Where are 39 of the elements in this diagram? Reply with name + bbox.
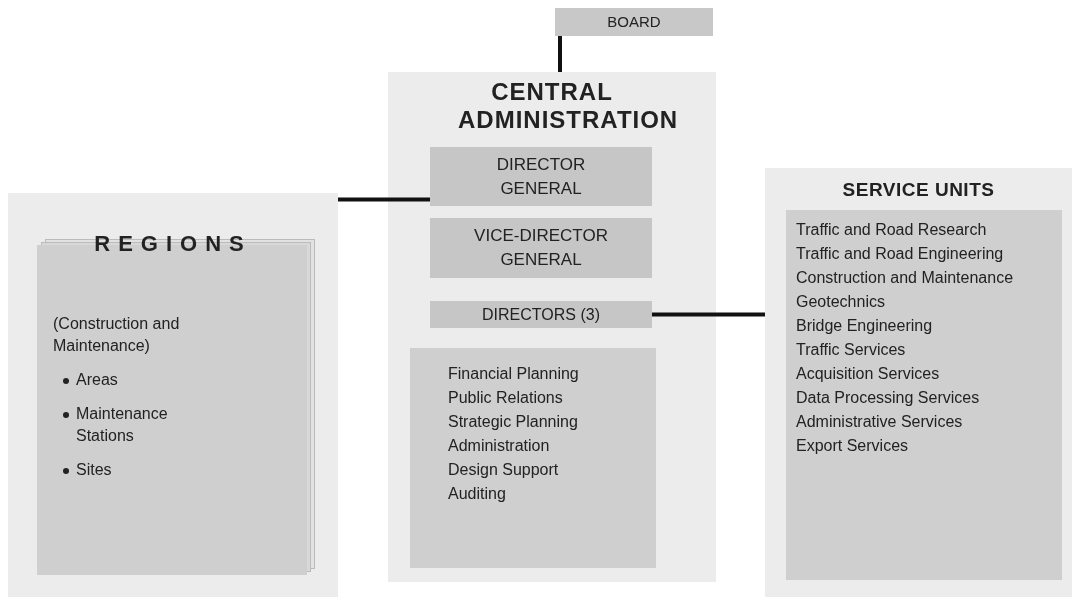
list-item: Administrative Services (796, 412, 964, 432)
list-item: Financial Planning (448, 364, 580, 384)
admin-panel (388, 72, 716, 582)
list-item: Strategic Planning (448, 412, 579, 432)
region-description: (Construction and Maintenance) (53, 314, 181, 356)
director-box (430, 147, 652, 206)
panel-title: REGIONS (93, 230, 253, 258)
list-item: Auditing (448, 484, 507, 504)
box-label: DIRECTORS (3) (482, 304, 600, 325)
list-item: Geotechnics (796, 292, 886, 312)
list-item: Public Relations (448, 388, 564, 408)
panel-title: CENTRAL ADMINISTRATION (457, 78, 680, 134)
list-item: Sites (76, 460, 112, 480)
staff-units-box (410, 348, 656, 568)
list-item: Construction and Maintenance (796, 268, 1015, 288)
service-units-box (786, 210, 1062, 580)
list-item: Acquisition Services (796, 364, 941, 384)
list-item: Traffic and Road Research (796, 220, 988, 240)
list-item: Export Services (796, 436, 910, 456)
list-item: Traffic and Road Engineering (796, 244, 1005, 264)
list-item: Bridge Engineering (796, 316, 934, 336)
box-label: DIRECTOR GENERAL (495, 153, 587, 200)
list-item: Data Processing Services (796, 388, 981, 408)
list-item: Maintenance Stations (76, 404, 169, 446)
box-label: BOARD (607, 12, 661, 32)
list-item: Areas (76, 370, 118, 390)
panel-title: SERVICE UNITS (841, 178, 996, 202)
list-item: Administration (448, 436, 551, 456)
connector-line (558, 36, 562, 72)
regions-panel (8, 193, 338, 597)
director-box (430, 218, 652, 278)
director-box (430, 301, 652, 328)
service-units-panel (765, 168, 1072, 597)
connector-line (338, 197, 430, 202)
board-box (555, 8, 713, 36)
list-item: Traffic Services (796, 340, 907, 360)
connector-line (652, 312, 765, 317)
box-label: VICE-DIRECTOR GENERAL (473, 225, 609, 271)
list-item: Design Support (448, 460, 560, 480)
